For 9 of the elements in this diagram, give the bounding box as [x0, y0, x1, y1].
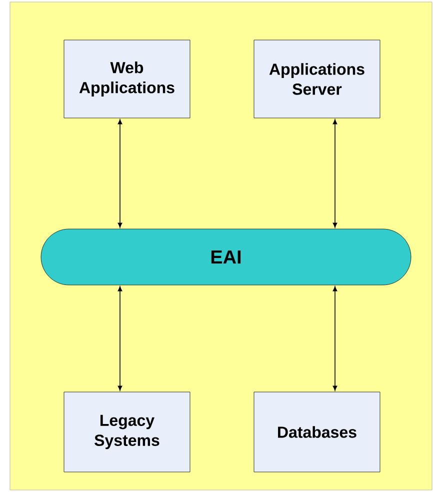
arrow	[118, 119, 122, 228]
arrow	[118, 286, 122, 391]
process-box: Web Applications	[64, 40, 190, 118]
process-box: Applications Server	[254, 40, 380, 118]
process-pill: EAI	[40, 228, 412, 286]
process-box: Databases	[254, 392, 380, 472]
arrow	[332, 286, 338, 391]
arrow	[332, 119, 338, 228]
process-box: Legacy Systems	[64, 392, 190, 472]
